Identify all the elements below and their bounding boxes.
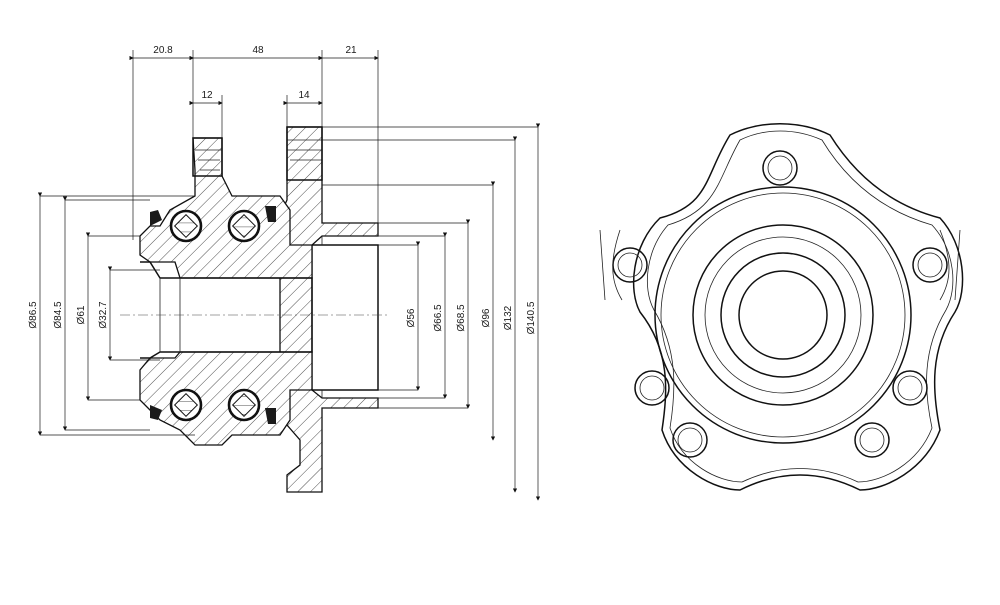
flange-section — [279, 126, 379, 493]
dim-right-3: Ø68.5 — [456, 304, 467, 332]
hub-body-lower — [139, 351, 313, 446]
dim-left-3: Ø61 — [76, 305, 87, 324]
flange-outline — [632, 123, 964, 491]
right-bore — [312, 244, 379, 391]
inner-bore — [140, 261, 313, 359]
dim-left-4: Ø32.7 — [98, 301, 109, 329]
dim-upper-1: 12 — [201, 90, 213, 101]
front-view — [599, 123, 964, 491]
dim-right-1: Ø56 — [406, 308, 417, 327]
dim-upper-2: 14 — [298, 90, 310, 101]
outer-ring — [654, 186, 912, 444]
center-bore — [738, 270, 828, 360]
dimension-labels: 20.8 48 21 12 14 Ø86.5 Ø84.5 Ø61 Ø32.7 Ø… — [28, 45, 537, 334]
dim-right-2: Ø66.5 — [433, 304, 444, 332]
bearing-rollers-lower — [150, 388, 276, 424]
dim-top-1: 20.8 — [153, 45, 173, 56]
dim-top-2: 48 — [252, 45, 264, 56]
dim-left-2: Ø84.5 — [53, 301, 64, 329]
dim-right-4: Ø96 — [481, 308, 492, 327]
dim-right-5: Ø132 — [503, 305, 514, 330]
dimension-lines — [37, 50, 541, 501]
section-view — [120, 126, 390, 493]
hub-body-upper — [139, 137, 313, 279]
dim-right-6: Ø140.5 — [526, 301, 537, 334]
bearing-rollers-upper — [150, 206, 276, 243]
dim-left-1: Ø86.5 — [28, 301, 39, 329]
middle-ring — [692, 224, 874, 406]
stud-holes — [612, 150, 948, 458]
dim-top-3: 21 — [345, 45, 357, 56]
